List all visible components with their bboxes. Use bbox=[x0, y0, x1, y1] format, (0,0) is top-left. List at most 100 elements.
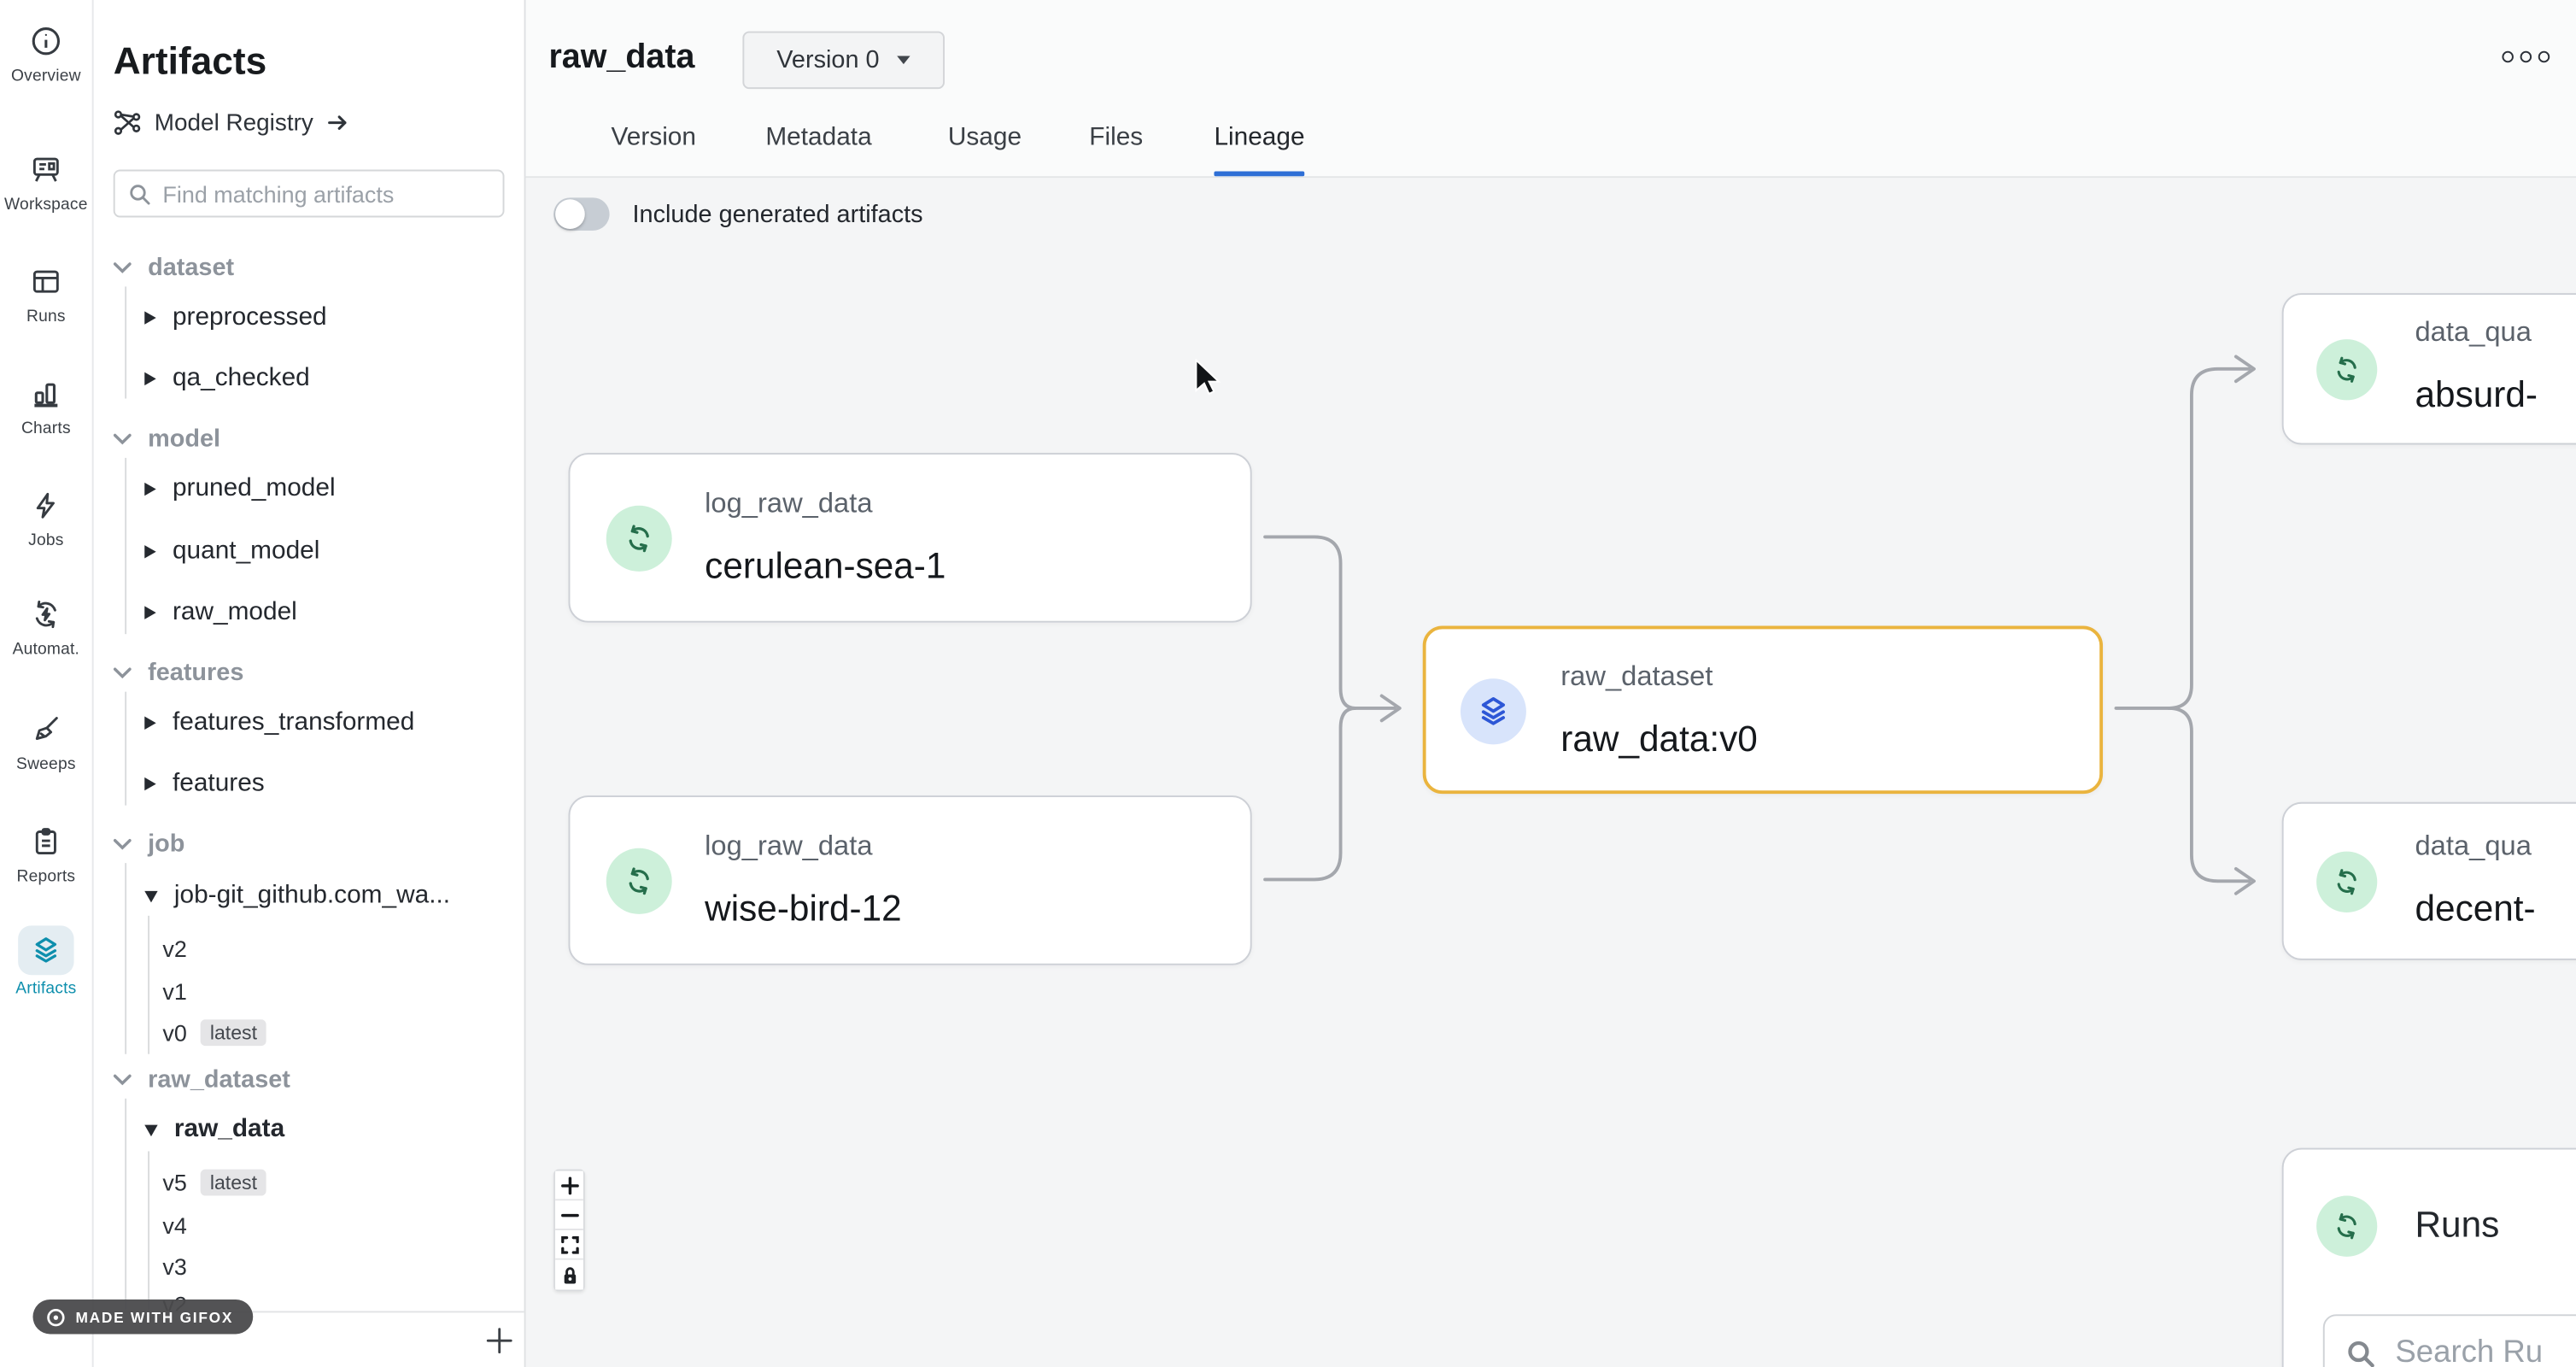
tree-item-raw-data[interactable]: raw_data bbox=[144, 1115, 284, 1145]
rail-item-runs[interactable]: Runs bbox=[0, 261, 92, 326]
rail-item-overview[interactable]: Overview bbox=[0, 20, 92, 85]
rail-label: Jobs bbox=[28, 531, 64, 550]
tree-item-raw-model[interactable]: raw_model bbox=[144, 598, 297, 628]
tree-group-label: raw_dataset bbox=[148, 1065, 290, 1094]
rail-item-charts[interactable]: Charts bbox=[0, 373, 92, 438]
node-subtitle: raw_data:v0 bbox=[1560, 718, 1758, 760]
tree-item-preprocessed[interactable]: preprocessed bbox=[144, 302, 327, 333]
rail-label: Automat. bbox=[12, 640, 80, 660]
tab-usage[interactable]: Usage bbox=[947, 123, 1022, 152]
tree-group-features[interactable]: features bbox=[113, 659, 244, 687]
rail-item-sweeps[interactable]: Sweeps bbox=[0, 708, 92, 774]
tree-item-pruned-model[interactable]: pruned_model bbox=[144, 474, 336, 504]
rail-item-jobs[interactable]: Jobs bbox=[0, 484, 92, 550]
rail-label: Overview bbox=[10, 67, 81, 86]
version-label: v3 bbox=[162, 1253, 187, 1280]
automations-icon bbox=[18, 593, 73, 636]
mouse-cursor bbox=[1195, 359, 1221, 396]
tab-version[interactable]: Version bbox=[611, 123, 696, 152]
node-run-decent[interactable]: data_qua decent- bbox=[2281, 801, 2576, 960]
node-subtitle: decent- bbox=[2415, 888, 2536, 930]
version-dropdown-label: Version 0 bbox=[776, 45, 880, 74]
tree-group-dataset[interactable]: dataset bbox=[113, 253, 235, 282]
tree-group-model[interactable]: model bbox=[113, 425, 220, 453]
node-title: data_qua bbox=[2415, 316, 2532, 348]
sync-arrows-icon bbox=[2316, 1195, 2378, 1257]
version-item-v4[interactable]: v4 bbox=[162, 1211, 186, 1241]
version-dropdown-button[interactable]: Version 0 bbox=[742, 31, 945, 90]
toggle-label: Include generated artifacts bbox=[632, 201, 923, 229]
overflow-menu-button[interactable] bbox=[2502, 50, 2550, 63]
node-runs-group[interactable]: Runs bbox=[2281, 1147, 2576, 1367]
tab-lineage[interactable]: Lineage bbox=[1214, 123, 1305, 152]
kebab-dot bbox=[2538, 50, 2550, 63]
indent-guide bbox=[125, 1098, 127, 1310]
rail-item-workspace[interactable]: Workspace bbox=[0, 148, 92, 214]
rail-label: Workspace bbox=[4, 196, 88, 214]
indent-guide bbox=[148, 1151, 150, 1310]
tree-group-job[interactable]: job bbox=[113, 830, 184, 858]
rail-label: Runs bbox=[26, 308, 66, 326]
node-run-absurd[interactable]: data_qua absurd- bbox=[2281, 293, 2576, 445]
tree-item-qa-checked[interactable]: qa_checked bbox=[144, 364, 310, 394]
indent-guide bbox=[125, 286, 127, 399]
tree-item-quant-model[interactable]: quant_model bbox=[144, 537, 319, 566]
collapsed-triangle-icon bbox=[144, 545, 156, 559]
zoom-out-button[interactable] bbox=[555, 1200, 583, 1230]
node-run-wise-bird-12[interactable]: log_raw_data wise-bird-12 bbox=[568, 795, 1252, 965]
lineage-canvas[interactable]: Include generated artifacts log_raw_data… bbox=[525, 178, 2576, 1367]
tab-metadata[interactable]: Metadata bbox=[765, 123, 872, 152]
tree-item-label: preprocessed bbox=[172, 302, 327, 331]
tree-item-features-transformed[interactable]: features_transformed bbox=[144, 708, 414, 738]
runs-search-input[interactable] bbox=[2395, 1335, 2576, 1367]
node-subtitle: absurd- bbox=[2415, 373, 2538, 415]
fit-view-icon bbox=[560, 1235, 578, 1253]
artifact-header: raw_data Version 0 Version Metadata Usag… bbox=[525, 0, 2576, 179]
tree-group-label: dataset bbox=[148, 253, 235, 282]
collapsed-triangle-icon bbox=[144, 606, 156, 619]
node-run-cerulean-sea-1[interactable]: log_raw_data cerulean-sea-1 bbox=[568, 453, 1252, 623]
expanded-triangle-icon bbox=[144, 1124, 158, 1136]
fit-view-button[interactable] bbox=[555, 1229, 583, 1260]
sync-arrows-icon bbox=[2316, 851, 2378, 912]
tree-item-features[interactable]: features bbox=[144, 769, 265, 799]
rail-label: Sweeps bbox=[16, 755, 76, 775]
layers-icon bbox=[18, 925, 74, 976]
main-area: raw_data Version 0 Version Metadata Usag… bbox=[525, 0, 2576, 1367]
rail-label: Artifacts bbox=[15, 979, 77, 999]
version-item-v1[interactable]: v1 bbox=[162, 977, 186, 1006]
node-artifact-raw-data-v0[interactable]: raw_dataset raw_data:v0 bbox=[1422, 625, 2104, 795]
collapsed-triangle-icon bbox=[144, 372, 156, 386]
canvas-zoom-controls bbox=[553, 1169, 585, 1292]
artifacts-sidebar: Artifacts Model Registry dataset preproc… bbox=[93, 0, 526, 1367]
rail-item-automations[interactable]: Automat. bbox=[0, 593, 92, 659]
version-item-v2[interactable]: v2 bbox=[162, 934, 186, 964]
version-item-v3[interactable]: v3 bbox=[162, 1252, 186, 1282]
tree-item-label: quant_model bbox=[172, 537, 320, 566]
model-registry-link[interactable]: Model Registry bbox=[114, 109, 349, 137]
rail-item-reports[interactable]: Reports bbox=[0, 820, 92, 886]
collapsed-triangle-icon bbox=[144, 716, 156, 730]
rail-item-artifacts[interactable]: Artifacts bbox=[0, 925, 92, 998]
lock-button[interactable] bbox=[555, 1259, 583, 1290]
zoom-in-button[interactable] bbox=[555, 1170, 583, 1201]
lock-icon bbox=[563, 1266, 576, 1283]
tree-item-label: raw_model bbox=[172, 597, 297, 626]
indent-guide bbox=[125, 691, 127, 806]
kebab-dot bbox=[2502, 50, 2514, 63]
artifact-search bbox=[113, 169, 505, 218]
runs-table-icon bbox=[18, 261, 73, 303]
tree-group-raw-dataset[interactable]: raw_dataset bbox=[113, 1065, 290, 1094]
tab-files[interactable]: Files bbox=[1089, 123, 1144, 152]
node-title: log_raw_data bbox=[705, 487, 873, 519]
tree-group-label: features bbox=[148, 659, 244, 687]
add-icon[interactable] bbox=[484, 1326, 514, 1356]
clipboard-icon bbox=[18, 820, 73, 863]
indent-guide bbox=[148, 915, 150, 1054]
search-input[interactable] bbox=[162, 180, 490, 207]
tree-item-job-git[interactable]: job-git_github.com_wa... bbox=[144, 881, 450, 911]
panel-title: Artifacts bbox=[113, 39, 267, 83]
include-generated-toggle[interactable] bbox=[553, 197, 610, 231]
